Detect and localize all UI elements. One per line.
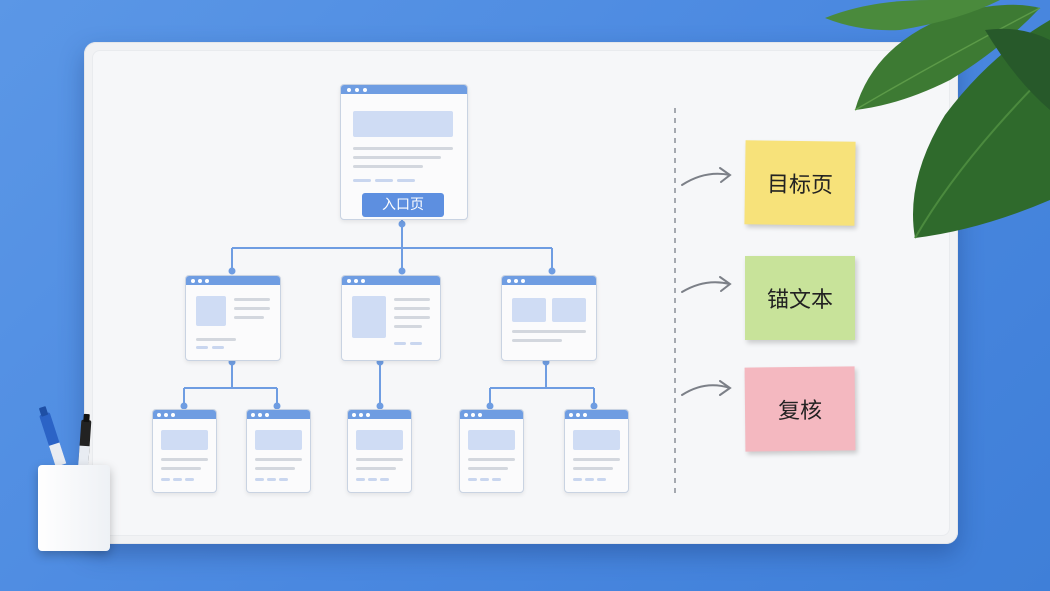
sticky-note-label: 复核 (777, 398, 823, 425)
plant-leaves-icon (825, 0, 1050, 239)
page-window-level1-center (341, 275, 441, 361)
sticky-note-anchor-text: 锚文本 (745, 256, 855, 340)
sticky-note-label: 目标页 (766, 172, 834, 199)
entry-page-window: 入口页 (340, 84, 468, 220)
arrow-icon (681, 167, 732, 186)
connector-dot (590, 402, 598, 410)
page-window-level1-left (185, 275, 281, 361)
connector-right-branch (489, 360, 595, 408)
marker-pens-icon (39, 406, 92, 469)
page-window-level2-4 (459, 409, 524, 493)
connector-dot (398, 220, 406, 228)
page-window-level1-right (501, 275, 597, 361)
sticky-note-review: 复核 (744, 366, 856, 452)
arrow-icon (681, 380, 732, 396)
connector-dot (273, 402, 281, 410)
sticky-note-target-page: 目标页 (744, 140, 856, 226)
connector-dot (398, 267, 406, 275)
page-window-level2-5 (564, 409, 629, 493)
entry-page-label: 入口页 (362, 193, 444, 217)
sticky-note-label: 锚文本 (766, 288, 833, 313)
connector-dot (548, 267, 556, 275)
connector-dot (228, 267, 236, 275)
connector-dot (486, 402, 494, 410)
connector-dot (180, 402, 188, 410)
connector-left-branch (183, 360, 278, 408)
page-window-level2-3 (347, 409, 412, 493)
page-window-level2-2 (246, 409, 311, 493)
arrow-icon (681, 276, 732, 293)
connector-dot (376, 402, 384, 410)
pen-holder (38, 465, 110, 551)
page-window-level2-1 (152, 409, 217, 493)
